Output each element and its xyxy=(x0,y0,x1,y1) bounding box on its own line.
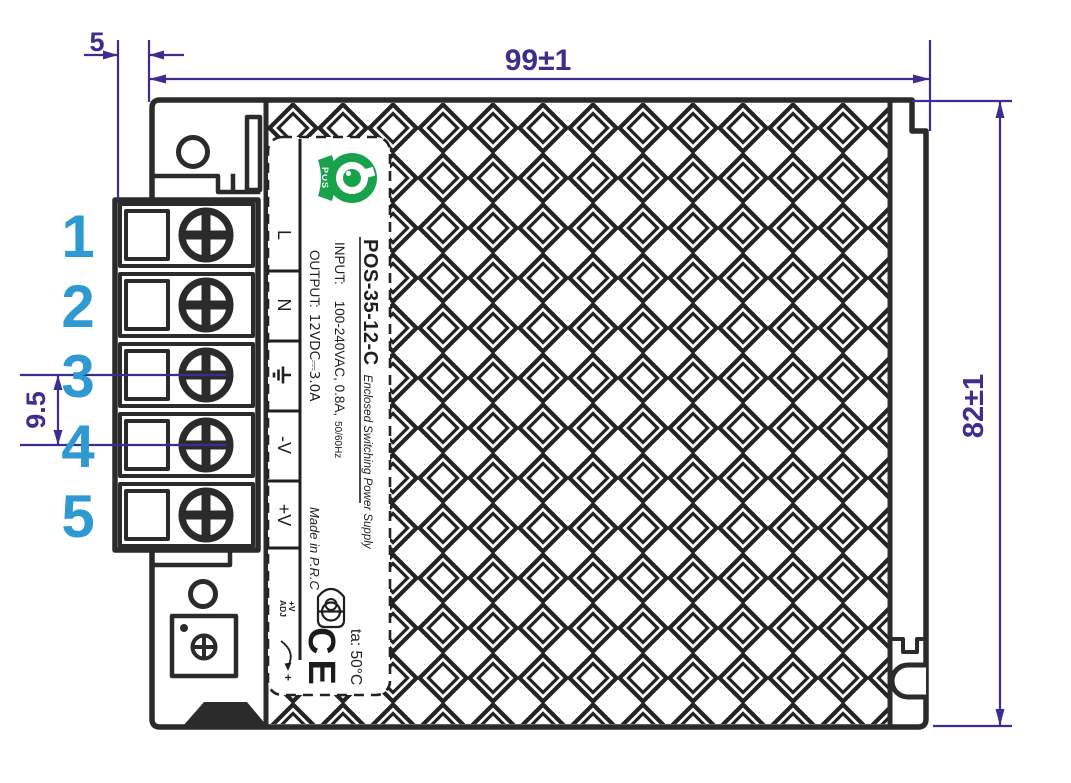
arrow-5-right xyxy=(103,50,118,60)
mounting-hole-bottom xyxy=(188,579,218,609)
pot-index-dot xyxy=(180,624,188,632)
terminal-number-2: 2 xyxy=(61,273,94,340)
dim-text-82: 82±1 xyxy=(958,374,990,438)
terminal-label-plusV: +V xyxy=(274,504,294,527)
made-in-text: Made in P.R.C xyxy=(307,507,322,590)
screw-cross-slot xyxy=(184,283,228,327)
terminal-screw xyxy=(178,487,234,543)
terminal-row-5[interactable] xyxy=(118,482,255,548)
output-value: 12VDC⎓3.0A xyxy=(306,314,322,402)
earth-ground-icon xyxy=(272,366,291,384)
logo-ribbon-text: POS xyxy=(320,167,330,189)
right-slot-ledge xyxy=(888,637,928,654)
input-value: 100-240VAC, 0.8A, xyxy=(332,301,347,416)
input-line: INPUT: 100-240VAC, 0.8A, 50/60Hz xyxy=(332,242,347,458)
dim-text-99: 99±1 xyxy=(505,44,572,77)
terminal-label-N: N xyxy=(274,299,294,312)
input-frequency: 50/60Hz xyxy=(332,421,343,458)
dim-text-5: 5 xyxy=(89,27,104,57)
panel-tab xyxy=(244,114,263,193)
adj-text-top: +V xyxy=(287,601,297,612)
adj-plus-sign: + xyxy=(281,674,295,681)
terminal-number-4: 4 xyxy=(61,413,95,480)
terminal-row-2[interactable] xyxy=(118,272,255,338)
model-subtitle: Enclosed Switching Power Supply xyxy=(361,375,373,550)
terminal-label-cell-dividers xyxy=(267,269,300,550)
terminal-number-3: 3 xyxy=(61,343,94,410)
model-number: POS-35-12-C xyxy=(359,239,381,366)
terminal-screw xyxy=(178,207,234,263)
terminal-screw xyxy=(178,277,234,333)
arrow-99-right xyxy=(913,74,930,84)
dimension-annotations: 5 99±1 82±1 9.5 xyxy=(20,27,1012,728)
screw-cross-slot xyxy=(184,213,228,257)
earth-enclosure-icon xyxy=(316,587,346,629)
logo-highlight-dot xyxy=(346,171,351,176)
logo-circle xyxy=(327,153,377,203)
terminal-label-minusV: -V xyxy=(274,436,294,454)
brand-logo: POS xyxy=(318,153,377,203)
label-text-group: POS-35-12-C Enclosed Switching Power Supp… xyxy=(272,230,381,690)
output-line: OUTPUT: 12VDC⎓3.0A xyxy=(306,250,322,402)
spec-label: POS POS-35-12-C Enclosed Switching Power … xyxy=(266,135,392,697)
right-keyhole-slot xyxy=(889,662,929,700)
input-label: INPUT: xyxy=(332,242,347,285)
output-label: OUTPUT: xyxy=(307,250,322,308)
arrow-82-top xyxy=(995,101,1005,118)
terminal-number-5: 5 xyxy=(61,483,94,550)
model-line: POS-35-12-C Enclosed Switching Power Supp… xyxy=(359,239,381,550)
ambient-temp-text: ta: 50°C xyxy=(347,629,364,685)
logo-ring-notch xyxy=(359,166,376,180)
arrow-82-bottom xyxy=(995,709,1005,726)
adjust-potentiometer[interactable] xyxy=(169,613,239,679)
adj-arrow-head xyxy=(284,662,292,671)
terminal-row-1[interactable] xyxy=(118,202,255,268)
adj-text-bottom: ADJ xyxy=(278,600,288,617)
terminal-number-1: 1 xyxy=(61,203,94,270)
bottom-foot-bump xyxy=(183,702,267,726)
case-outline-group xyxy=(112,97,929,730)
terminal-label-L: L xyxy=(274,230,294,240)
mounting-hole-top xyxy=(176,135,210,169)
arrow-99-left xyxy=(149,74,166,84)
ce-mark: CE xyxy=(300,627,342,690)
panel-step-top xyxy=(149,173,261,195)
arrow-9-5-bottom xyxy=(53,430,63,445)
terminal-numbers: 1 2 3 4 5 xyxy=(61,203,95,550)
arrow-9-5-top xyxy=(53,375,63,390)
dim-text-9-5: 9.5 xyxy=(21,391,51,429)
arrow-5-left xyxy=(149,50,164,60)
screw-cross-slot xyxy=(184,493,228,537)
panel-step-bottom xyxy=(149,548,233,568)
